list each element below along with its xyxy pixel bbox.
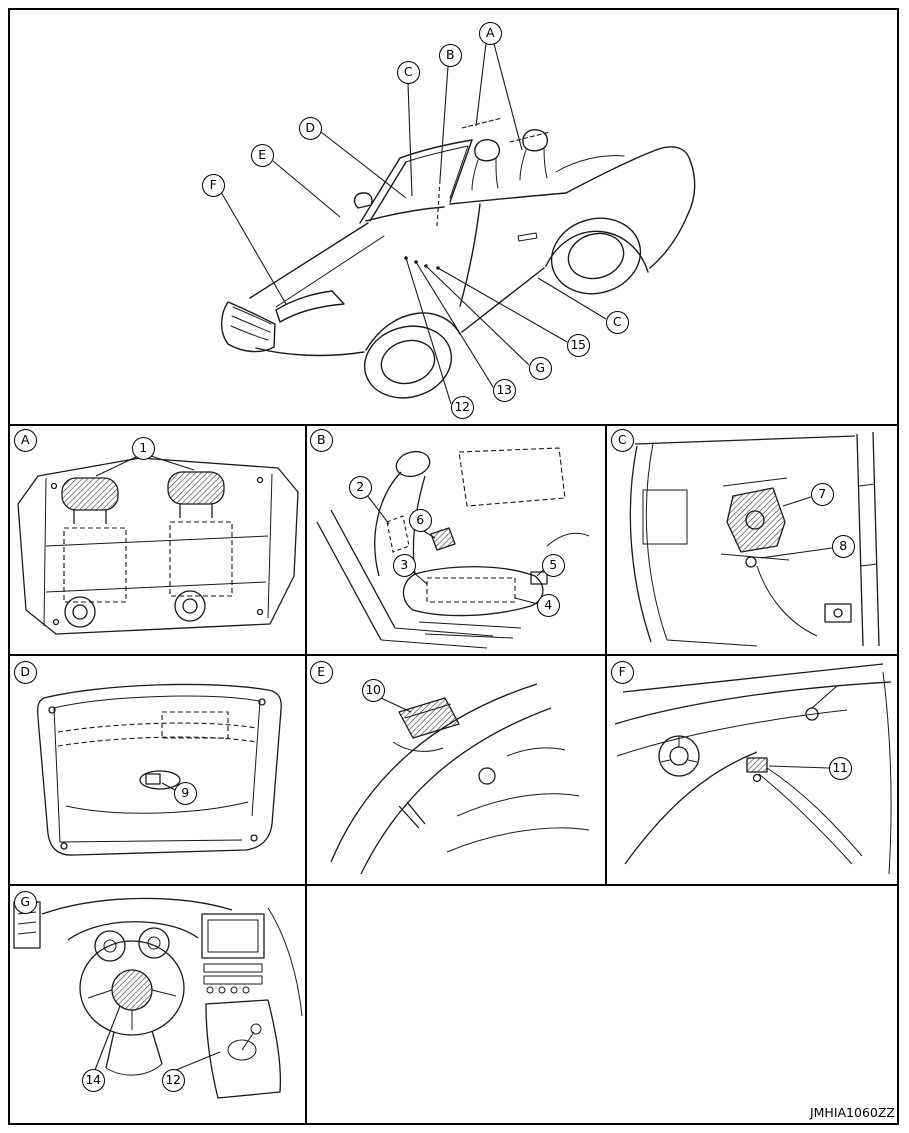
overview-callout-f: F [201,173,225,197]
panel-b-callout-4: 4 [536,593,560,617]
panel-c-drawing [629,431,880,647]
panel-g-callout-12: 12 [161,1068,185,1092]
panel-c-callout-8: 8 [831,534,855,558]
overview-callout-g: G [528,356,552,380]
panel-g-label: G [13,890,37,914]
overview-callout-c-2: C [605,310,629,334]
panel-b-callout-2: 2 [348,475,372,499]
panel-c-label: C [610,428,634,452]
panel-c-callout-7: 7 [810,482,834,506]
panel-g-drawing [13,897,303,1099]
panel-d-label: D [13,660,37,684]
grid-hline-1 [10,424,897,426]
figure-code: JMHIA1060ZZ [809,1105,895,1120]
panel-f-label: F [610,660,634,684]
overview-callout-c: C [396,60,420,84]
panel-f-callout-11: 11 [828,756,852,780]
panel-b-label: B [309,428,333,452]
overview-callout-12: 12 [450,395,474,419]
overview-callout-b: B [438,43,462,67]
panel-b-callout-6: 6 [408,508,432,532]
panel-b-callout-5: 5 [541,553,565,577]
overview-callout-d: D [298,116,322,140]
panel-b-callout-3: 3 [392,553,416,577]
grid-hline-2 [10,654,897,656]
grid-hline-3 [10,884,897,886]
panel-e-callout-10: 10 [361,678,385,702]
overview-callout-15: 15 [566,333,590,357]
panel-a-callout-1: 1 [131,436,155,460]
overview-callout-13: 13 [492,378,516,402]
overview-leader-lines [220,42,607,405]
panel-a-label: A [13,428,37,452]
panel-e-label: E [309,660,333,684]
panel-g-callout-14: 14 [81,1068,105,1092]
grid-vline-1 [305,424,307,1123]
panel-b-drawing [316,447,590,649]
diagram-border [8,8,899,1125]
panel-d-callout-9: 9 [173,781,197,805]
overview-car-drawing [220,42,696,405]
grid-vline-2 [605,424,607,886]
overview-callout-a: A [478,21,502,45]
panel-a-drawing [17,455,299,635]
overview-callout-e: E [250,143,274,167]
panel-d-drawing [37,683,282,856]
panel-e-drawing [330,683,590,875]
panel-f-drawing [614,663,892,875]
